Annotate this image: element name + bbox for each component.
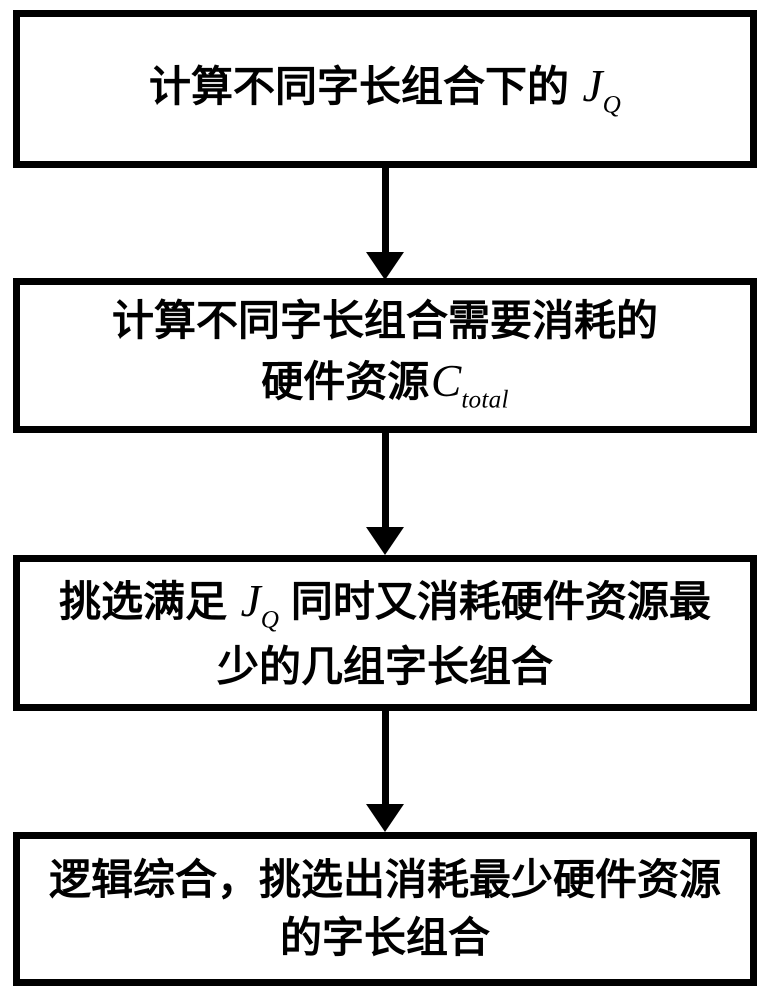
flow-step-2: 计算不同字长组合需要消耗的 硬件资源Ctotal [13,278,757,433]
flow-step-3: 挑选满足 JQ 同时又消耗硬件资源最 少的几组字长组合 [13,555,757,711]
math-sub-q: Q [260,606,280,634]
flow-step-2-text-2: 硬件资源 [261,358,430,406]
flow-connector-2-down-arrow-icon [366,433,404,555]
flow-step-2-line-2: 硬件资源Ctotal [261,350,509,418]
flow-step-4-line-1: 逻辑综合，挑选出消耗最少硬件资源 [49,851,721,909]
arrow-head [366,527,404,555]
arrow-head [366,804,404,832]
math-var-jq: J [582,60,603,111]
flow-step-3-text-2: 同时又消耗硬件资源最 [279,577,711,625]
flow-step-3-line-1: 挑选满足 JQ 同时又消耗硬件资源最 [59,570,711,638]
flow-step-3-text-3: 少的几组字长组合 [216,643,553,691]
flow-step-2-text-1: 计算不同字长组合需要消耗的 [111,297,658,345]
flow-step-4: 逻辑综合，挑选出消耗最少硬件资源 的字长组合 [13,832,757,986]
flow-step-1-text: 计算不同字长组合下的 [148,62,581,110]
arrow-shaft [381,433,389,527]
flow-step-4-text-2: 的字长组合 [279,914,490,961]
arrow-head [366,252,404,280]
math-sub-total: total [461,386,509,414]
flow-step-1-line-1: 计算不同字长组合下的 JQ [149,55,621,123]
flow-connector-1-down-arrow-icon [366,168,404,280]
flow-connector-3-down-arrow-icon [366,711,404,832]
flow-step-4-line-2: 的字长组合 [280,909,490,967]
flow-step-3-text-1: 挑选满足 [59,577,239,625]
arrow-shaft [381,168,389,252]
flow-step-3-line-2: 少的几组字长组合 [217,638,553,696]
flow-step-1: 计算不同字长组合下的 JQ [13,10,757,168]
math-var-c: C [431,356,462,407]
math-sub-q: Q [602,91,622,119]
flow-step-2-line-1: 计算不同字长组合需要消耗的 [112,292,658,350]
flow-step-4-text-1: 逻辑综合，挑选出消耗最少硬件资源 [48,856,721,904]
arrow-shaft [381,711,389,804]
math-var-jq: J [240,575,261,626]
